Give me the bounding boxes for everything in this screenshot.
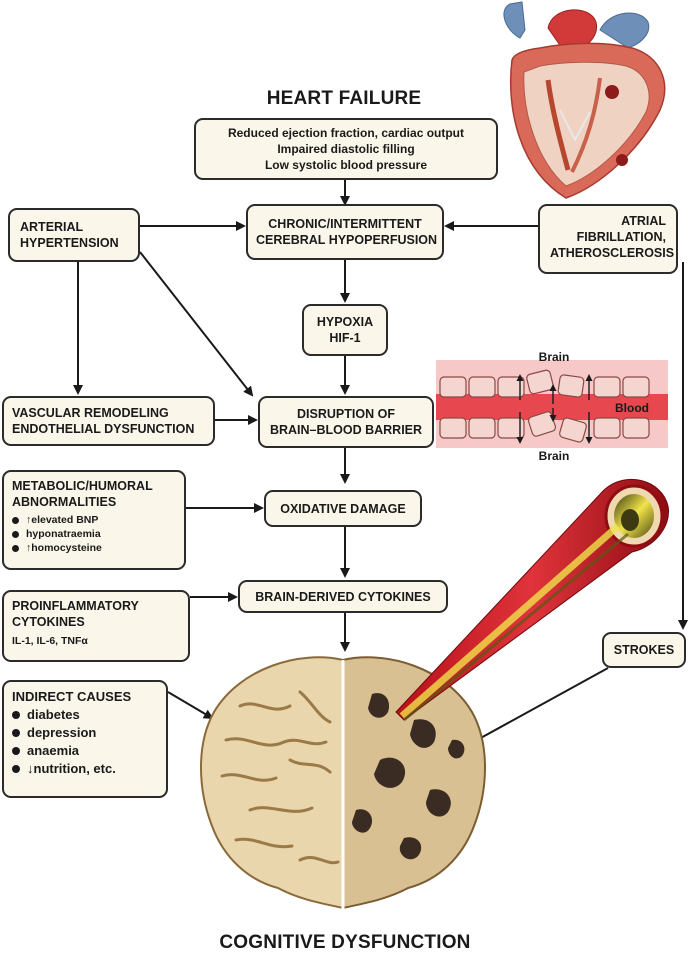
- brain-illustration: [200, 656, 486, 912]
- cause-line-3: Low systolic blood pressure: [264, 158, 428, 172]
- bullet-icon: [12, 729, 20, 737]
- heart-illustration: [503, 1, 666, 199]
- artery-illustration: [395, 479, 669, 722]
- footer-title: COGNITIVE DYSFUNCTION: [219, 932, 471, 953]
- bullet-icon: [12, 530, 19, 538]
- bullet-icon: [12, 711, 20, 719]
- bullet-icon: [12, 544, 19, 552]
- hypoperfusion-box: CHRONIC/INTERMITTENT CEREBRAL HYPOPERFUS…: [246, 204, 444, 260]
- metabolic-item: ↑homocysteine: [12, 541, 176, 555]
- arterial-hypertension-box: ARTERIAL HYPERTENSION: [8, 208, 140, 262]
- cause-line-1: Reduced ejection fraction, cardiac outpu…: [227, 126, 465, 140]
- indirect-item: anaemia: [12, 742, 158, 760]
- cause-line-2: Impaired diastolic filling: [277, 142, 415, 156]
- bbb-disruption-box: DISRUPTION OF BRAIN–BLOOD BARRIER: [258, 396, 434, 448]
- proinflammatory-cytokines-box: PROINFLAMMATORY CYTOKINES IL-1, IL-6, TN…: [2, 590, 190, 662]
- barrier-brain-bottom-label: Brain: [539, 449, 570, 463]
- indirect-item: diabetes: [12, 706, 158, 724]
- heart-failure-causes-box: Reduced ejection fraction, cardiac outpu…: [194, 118, 498, 180]
- bullet-icon: [12, 516, 19, 524]
- indirect-item: depression: [12, 724, 158, 742]
- brain-derived-cytokines-box: BRAIN-DERIVED CYTOKINES: [238, 580, 448, 613]
- metabolic-abnormalities-box: METABOLIC/HUMORAL ABNORMALITIES ↑elevate…: [2, 470, 186, 570]
- arrows: [73, 180, 688, 746]
- barrier-diagram: Brain Blood Brain: [436, 350, 668, 463]
- strokes-box: STROKES: [602, 632, 686, 668]
- metabolic-item: hyponatraemia: [12, 527, 176, 541]
- page-title: HEART FAILURE: [266, 88, 422, 109]
- oxidative-damage-box: OXIDATIVE DAMAGE: [264, 490, 422, 527]
- barrier-blood-label: Blood: [615, 401, 649, 415]
- bullet-icon: [12, 765, 20, 773]
- indirect-causes-box: INDIRECT CAUSES diabetes depression anae…: [2, 680, 168, 798]
- vascular-remodeling-box: VASCULAR REMODELING ENDOTHELIAL DYSFUNCT…: [2, 396, 215, 446]
- metabolic-item: ↑elevated BNP: [12, 513, 176, 527]
- atrial-fibrillation-box: ATRIAL FIBRILLATION, ATHEROSCLEROSIS: [538, 204, 678, 274]
- barrier-brain-top-label: Brain: [539, 350, 570, 364]
- bullet-icon: [12, 747, 20, 755]
- hypoxia-box: HYPOXIA HIF-1: [302, 304, 388, 356]
- indirect-item: ↓nutrition, etc.: [12, 760, 158, 778]
